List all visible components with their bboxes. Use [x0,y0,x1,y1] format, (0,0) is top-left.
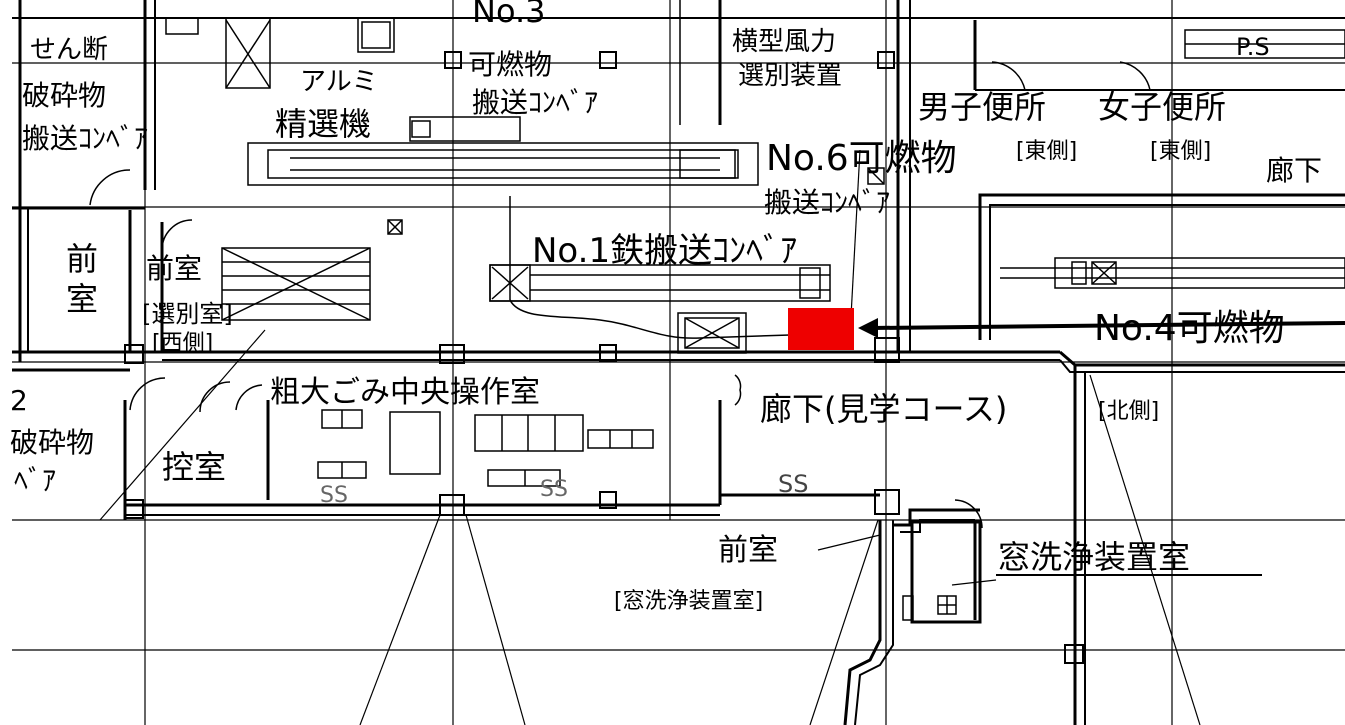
label-mado-sub: [窓洗浄装置室] [614,589,763,614]
pointer-arrow-shaft [871,321,1345,330]
equipment [165,17,1345,621]
label-no6: No.6可燃物 [766,138,957,179]
label-hanso-conv3: 搬送ｺﾝﾍﾞｱ [472,86,598,119]
label-shitsu1: 室 [66,280,98,318]
label-nishigawa: [西側] [152,331,213,356]
label-kitagawa: [北側] [1098,399,1159,424]
label-hasaibutsu-bl: 破砕物 [10,426,94,459]
room-labels: せん断 破砕物 搬送ｺﾝﾍﾞｱ No.3 可燃物 搬送ｺﾝﾍﾞｱ アルミ 精選機… [10,0,1322,614]
pointer-arrow-head [858,318,878,338]
label-seisenki: 精選機 [275,105,371,143]
label-no1: No.1鉄搬送ｺﾝﾍﾞｱ [532,231,797,271]
label-2: 2 [10,384,28,417]
label-mae1: 前 [66,240,98,278]
label-conv-bl: ﾍﾞｱ [14,464,56,497]
label-maeshitsu-bottom: 前室 [718,533,778,568]
label-hikaeshitsu: 控室 [162,448,226,486]
label-maeshitsu2: 前室 [146,252,202,285]
columns [124,51,1084,664]
label-senndan: せん断 [30,35,108,65]
annotation [788,308,1345,350]
label-danshi: 男子便所 [918,88,1046,126]
label-yokogata2: 選別装置 [738,61,842,91]
label-rouka-tr: 廊下 [1266,154,1322,187]
label-higashi1: [東側] [1016,139,1077,164]
leader-lines [99,149,1201,725]
label-no3: No.3 [472,0,545,30]
red-marker [788,308,854,350]
label-yokogata1: 横型風力 [732,27,836,57]
label-hanso-conv-tl: 搬送ｺﾝﾍﾞｱ [22,122,148,155]
label-sodai: 粗大ごみ中央操作室 [270,375,540,410]
label-ss1: SS [320,483,348,508]
label-kanenbutsu3: 可燃物 [468,48,552,81]
label-hanso-conv6: 搬送ｺﾝﾍﾞｱ [764,186,890,219]
label-no4: No.4可燃物 [1094,308,1285,349]
label-rouka-kengaku: 廊下(見学コース) [760,390,1007,428]
label-mado: 窓洗浄装置室 [998,538,1190,576]
label-arumi: アルミ [300,67,378,97]
label-ss3: SS [778,470,808,498]
label-ss2: SS [540,477,568,502]
label-joshi: 女子便所 [1098,88,1226,126]
label-ps: P.S [1236,33,1270,61]
label-hasaibutsu-tl: 破砕物 [22,79,106,112]
label-senbetsu: [選別室] [142,300,233,328]
door-swings [89,61,1151,529]
label-higashi2: [東側] [1150,139,1211,164]
